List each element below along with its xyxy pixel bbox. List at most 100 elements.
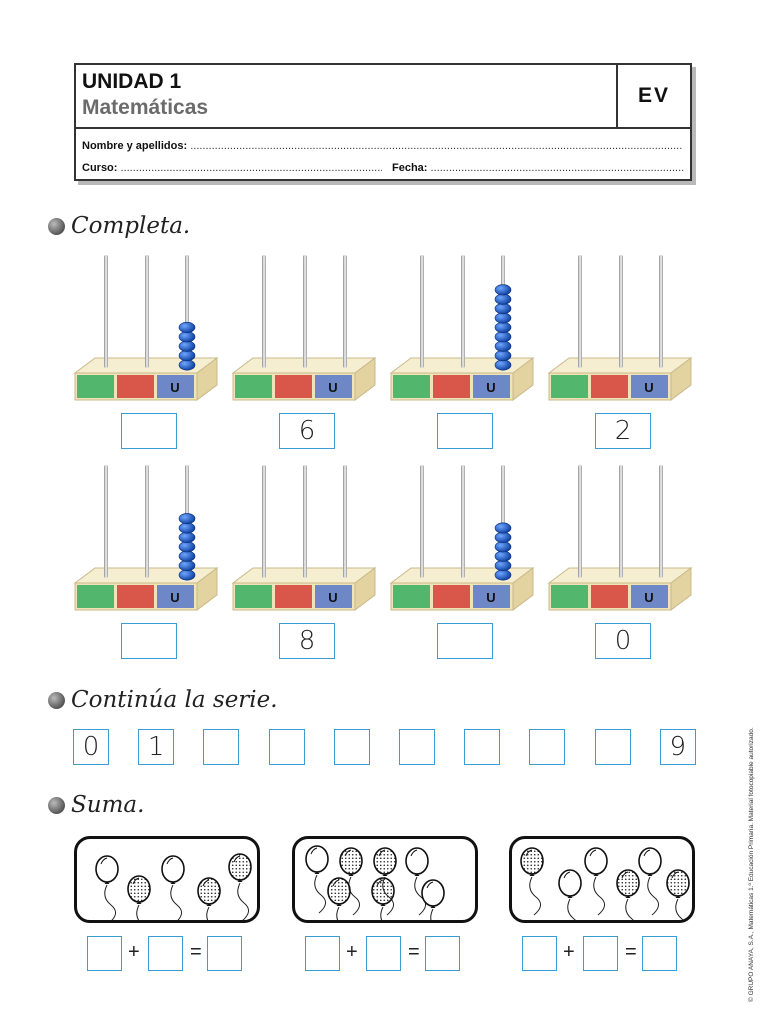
balloon-icon [197, 877, 221, 920]
name-dotted-line: ........................................… [190, 140, 682, 152]
addend-box[interactable] [87, 936, 122, 971]
balloon-icon [558, 869, 582, 920]
abacus-bead [178, 321, 196, 333]
abacus-rod [578, 465, 582, 578]
abacus-tens-slot [433, 585, 470, 608]
abacus-units-slot [157, 585, 194, 608]
addend-box[interactable] [305, 936, 340, 971]
section-title-suma: Suma. [71, 792, 145, 818]
series-box[interactable] [594, 729, 631, 765]
abacus-tens-slot [275, 375, 312, 398]
abacus-units-slot [157, 375, 194, 398]
abacus-bead [178, 560, 196, 572]
abacus-bead [494, 569, 512, 581]
unit-title: UNIDAD 1 [82, 70, 182, 93]
series-box[interactable] [464, 729, 501, 765]
abacus-rod [420, 255, 424, 368]
abacus-tens-of-hundreds-slot [235, 375, 272, 398]
abacus-answer-box[interactable] [437, 623, 493, 659]
balloon-frame [509, 836, 695, 923]
name-label: Nombre y apellidos: [82, 140, 188, 152]
copyright-text: © GRUPO ANAYA, S.A., Matemáticas 1.º Edu… [748, 727, 755, 1002]
abacus-answer-box[interactable] [437, 413, 493, 449]
abacus-bead [178, 531, 196, 543]
abacus-tens-slot [117, 585, 154, 608]
abacus-units-slot [315, 375, 352, 398]
balloon-icon [161, 855, 185, 920]
abacus-units-label: U [170, 590, 179, 605]
section-title-serie: Continúa la serie. [71, 687, 278, 713]
abacus: U [231, 465, 377, 611]
abacus-units-label: U [328, 590, 337, 605]
addend-box[interactable] [366, 936, 401, 971]
abacus-answer-box[interactable]: 2 [595, 413, 651, 449]
series-box[interactable] [268, 729, 305, 765]
equals-sign: = [625, 941, 637, 963]
abacus-bead [178, 359, 196, 371]
abacus-answer-box[interactable]: 8 [279, 623, 335, 659]
sum-result-box[interactable] [425, 936, 460, 971]
abacus-bead [494, 321, 512, 333]
abacus-tens-slot [433, 375, 470, 398]
section-bullet-icon [48, 218, 65, 235]
abacus-rod [343, 255, 347, 368]
sum-result-box[interactable] [207, 936, 242, 971]
abacus-bead [494, 531, 512, 543]
balloon-icon [405, 847, 429, 916]
abacus-answer-box[interactable]: 6 [279, 413, 335, 449]
balloon-icon [371, 877, 395, 920]
balloon-icon [616, 869, 640, 920]
abacus-tens-of-hundreds-slot [77, 585, 114, 608]
abacus-tens-slot [117, 375, 154, 398]
abacus-rod [461, 255, 465, 368]
abacus-units-label: U [170, 380, 179, 395]
abacus-rod [104, 255, 108, 368]
addend-box[interactable] [148, 936, 183, 971]
series-box[interactable] [333, 729, 370, 765]
section-title-completa: Completa. [71, 213, 191, 239]
plus-sign: + [563, 941, 575, 963]
balloon-frame [74, 836, 260, 923]
abacus-bead [178, 331, 196, 343]
plus-sign: + [128, 941, 140, 963]
abacus-answer-box[interactable] [121, 623, 177, 659]
abacus-units-slot [631, 375, 668, 398]
series-box[interactable]: 9 [659, 729, 696, 765]
addend-box[interactable] [522, 936, 557, 971]
abacus: U [73, 255, 219, 401]
balloon-icon [95, 855, 119, 920]
series-box[interactable] [399, 729, 435, 765]
abacus-bead [178, 340, 196, 352]
abacus-rod [262, 255, 266, 368]
abacus: U [73, 465, 219, 611]
abacus-bead [178, 350, 196, 362]
section-bullet-icon [48, 692, 65, 709]
abacus: U [547, 465, 693, 611]
abacus-tens-of-hundreds-slot [393, 585, 430, 608]
abacus-bead [178, 522, 196, 534]
abacus-units-label: U [328, 380, 337, 395]
abacus-tens-of-hundreds-slot [235, 585, 272, 608]
abacus-tens-of-hundreds-slot [77, 375, 114, 398]
series-box[interactable] [529, 729, 566, 765]
abacus-rod [461, 465, 465, 578]
abacus-rod [303, 465, 307, 578]
series-box[interactable]: 0 [73, 729, 109, 765]
abacus-answer-box[interactable]: 0 [595, 623, 651, 659]
abacus: U [389, 465, 535, 611]
abacus-rod [262, 465, 266, 578]
date-dotted-line: ........................................… [430, 162, 684, 174]
course-field[interactable]: Curso: .................................… [82, 162, 382, 174]
abacus-bead [494, 331, 512, 343]
abacus-rod [343, 465, 347, 578]
sum-result-box[interactable] [642, 936, 677, 971]
date-field[interactable]: Fecha: .................................… [392, 162, 684, 174]
abacus-tens-of-hundreds-slot [393, 375, 430, 398]
name-field[interactable]: Nombre y apellidos: ....................… [82, 140, 682, 152]
series-box[interactable]: 1 [138, 729, 175, 765]
series-box[interactable] [203, 729, 240, 765]
balloon-icon [127, 875, 151, 920]
abacus-bead [494, 312, 512, 324]
addend-box[interactable] [583, 936, 618, 971]
abacus-answer-box[interactable] [121, 413, 177, 449]
